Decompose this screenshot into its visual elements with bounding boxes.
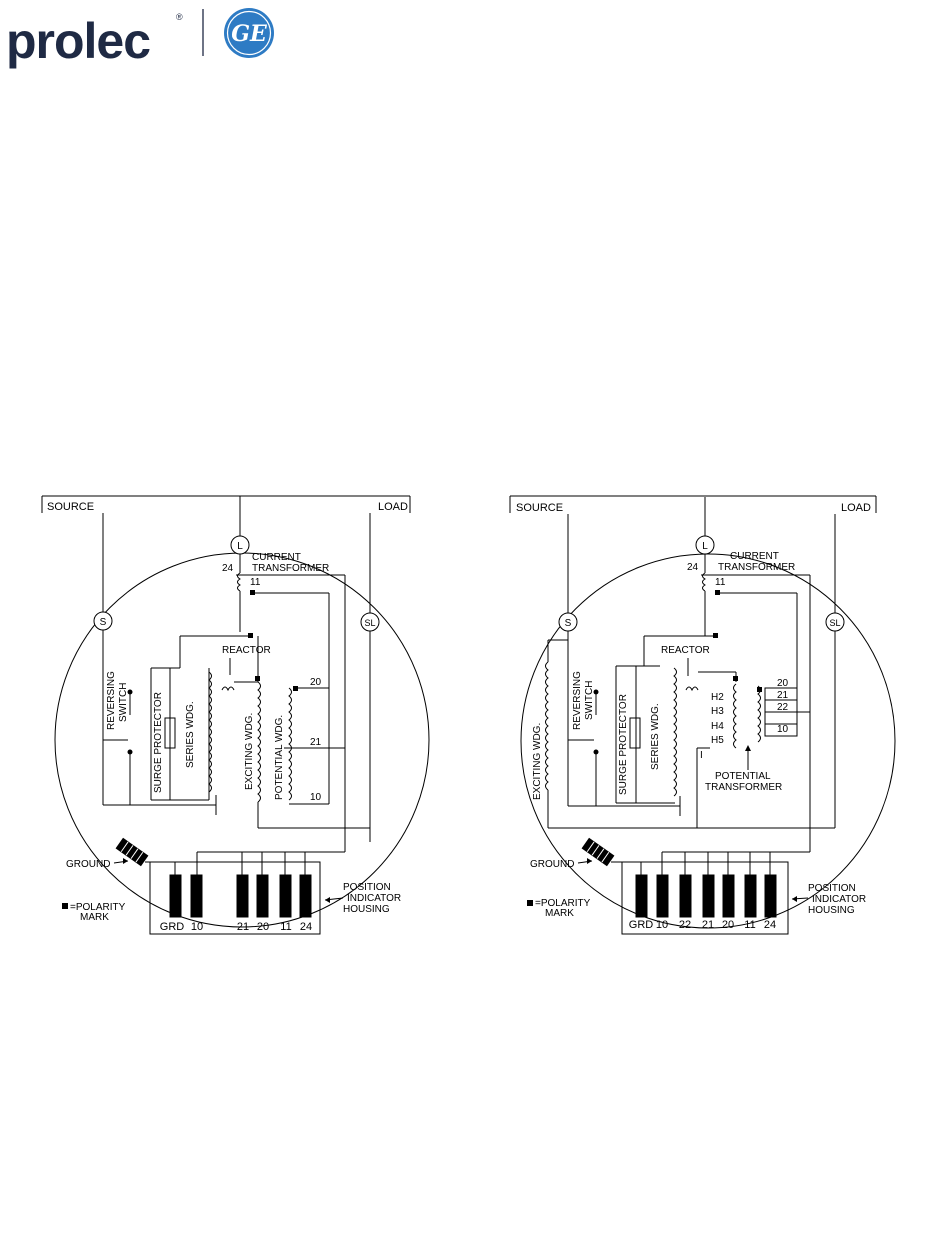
left-surge-protector-resistor <box>164 717 176 749</box>
left-ground-bushing <box>115 837 149 867</box>
right-polarity-label-2: MARK <box>545 908 574 919</box>
right-exciting-label: EXCITING WDG. <box>532 723 543 800</box>
left-terminal-label-11: 11 <box>280 921 291 933</box>
left-ct-11: 11 <box>250 577 261 588</box>
left-position-label-3: HOUSING <box>343 904 390 915</box>
left-l-label: L <box>237 541 243 552</box>
right-series-winding-coil <box>673 667 677 797</box>
left-reactor-coil <box>221 686 235 692</box>
right-ct-24: 24 <box>687 562 699 573</box>
right-terminal-label-21: 21 <box>702 919 714 931</box>
right-h2-label: H2 <box>711 692 724 703</box>
left-series-label: SERIES WDG. <box>185 701 196 768</box>
right-position-label-1: POSITION <box>808 883 856 894</box>
right-current-transformer-coil <box>702 572 706 592</box>
left-polarity-label-2: MARK <box>80 912 109 923</box>
left-terminal-label-21: 21 <box>237 921 249 933</box>
right-tap-10: 10 <box>777 724 789 735</box>
left-position-label-1: POSITION <box>343 882 391 893</box>
left-terminal-label-grd: GRD <box>160 921 185 933</box>
right-h4-label: H4 <box>711 721 724 732</box>
left-surge-label: SURGE PROTECTOR <box>153 692 164 793</box>
left-terminal-label-24: 24 <box>300 921 312 933</box>
right-series-label: SERIES WDG. <box>650 703 661 770</box>
left-ground-label: GROUND <box>66 859 110 870</box>
left-ct-label-1: CURRENT <box>252 552 301 563</box>
right-tap-22: 22 <box>777 702 789 713</box>
left-current-transformer-coil <box>237 572 241 592</box>
left-reversing-label-2: SWITCH <box>118 683 129 722</box>
right-ct-label-1: CURRENT <box>730 551 779 562</box>
right-surge-protector-resistor <box>629 717 641 749</box>
right-reactor-label: REACTOR <box>661 645 710 656</box>
right-sl-label: SL <box>829 618 840 628</box>
header-logos: prolec ® GE <box>6 8 274 69</box>
right-ground-bushing <box>581 837 615 867</box>
ge-monogram-icon: GE <box>224 8 274 58</box>
right-ground-label: GROUND <box>530 859 574 870</box>
left-potential-winding-coil <box>288 687 292 801</box>
right-pt-label-1: POTENTIAL <box>715 771 771 782</box>
right-terminal-label-grd: GRD <box>629 919 654 931</box>
left-terminal-label-10: 10 <box>191 921 203 933</box>
right-load-label: LOAD <box>841 502 871 514</box>
right-terminal-label-20: 20 <box>722 919 734 931</box>
right-position-label-2: INDICATOR <box>812 894 866 905</box>
right-ct-label-2: TRANSFORMER <box>718 562 795 573</box>
left-position-label-2: INDICATOR <box>347 893 401 904</box>
left-exciting-winding-coil <box>257 681 261 803</box>
left-series-winding-coil <box>208 671 212 793</box>
right-tap-20: 20 <box>777 678 789 689</box>
right-reversing-label-2: SWITCH <box>584 681 595 720</box>
left-reactor-label: REACTOR <box>222 645 271 656</box>
right-s-label: S <box>565 618 572 629</box>
prolec-logo: prolec <box>6 13 150 69</box>
left-polarity-label-1: =POLARITY <box>70 902 126 913</box>
right-reversing-label-1: REVERSING <box>572 671 583 730</box>
left-ct-24: 24 <box>222 563 234 574</box>
right-pt-primary-coil <box>733 683 737 749</box>
ge-monogram-text: GE <box>231 21 268 47</box>
registered-mark: ® <box>176 12 183 22</box>
right-terminal-label-24: 24 <box>764 919 776 931</box>
right-wiring-diagram: SOURCE LOAD S EXCITING WDG. REVERSING SW… <box>509 495 896 935</box>
left-wiring-diagram: SOURCE LOAD S L CURRENT TRANSFORMER 24 1… <box>41 495 430 935</box>
right-terminal-label-22: 22 <box>679 919 691 931</box>
right-terminal-label-11: 11 <box>744 919 755 931</box>
left-tap-20: 20 <box>310 677 322 688</box>
right-polarity-mark-icon <box>527 900 533 906</box>
left-polarity-mark-icon <box>62 903 68 909</box>
right-l-label: L <box>702 541 708 552</box>
right-position-label-3: HOUSING <box>808 905 855 916</box>
left-reversing-label-1: REVERSING <box>106 671 117 730</box>
left-s-label: S <box>100 617 107 628</box>
right-polarity-label-1: =POLARITY <box>535 898 591 909</box>
right-tap-21: 21 <box>777 690 789 701</box>
right-terminal-label-10: 10 <box>656 919 668 931</box>
left-potential-label: POTENTIAL WDG. <box>274 715 285 800</box>
right-ct-11: 11 <box>715 577 726 588</box>
right-source-label: SOURCE <box>516 502 563 514</box>
left-ct-label-2: TRANSFORMER <box>252 563 329 574</box>
right-h3-label: H3 <box>711 706 724 717</box>
left-exciting-label: EXCITING WDG. <box>244 713 255 790</box>
left-polarity-mark-reactor <box>248 633 253 638</box>
right-reactor-coil <box>685 686 699 692</box>
right-exciting-winding-coil <box>545 661 549 791</box>
svg-text:I: I <box>700 750 703 761</box>
right-surge-label: SURGE PROTECTOR <box>618 694 629 795</box>
right-h5-label: H5 <box>711 735 724 746</box>
right-pt-secondary-coil <box>757 685 761 743</box>
left-load-label: LOAD <box>378 501 408 513</box>
left-tap-10: 10 <box>310 792 322 803</box>
left-position-indicator-housing <box>149 861 321 935</box>
right-pt-label-2: TRANSFORMER <box>705 782 782 793</box>
left-terminal-label-20: 20 <box>257 921 269 933</box>
left-tap-21: 21 <box>310 737 322 748</box>
left-source-label: SOURCE <box>47 501 94 513</box>
right-position-indicator-housing <box>621 861 789 935</box>
left-sl-label: SL <box>364 618 375 628</box>
